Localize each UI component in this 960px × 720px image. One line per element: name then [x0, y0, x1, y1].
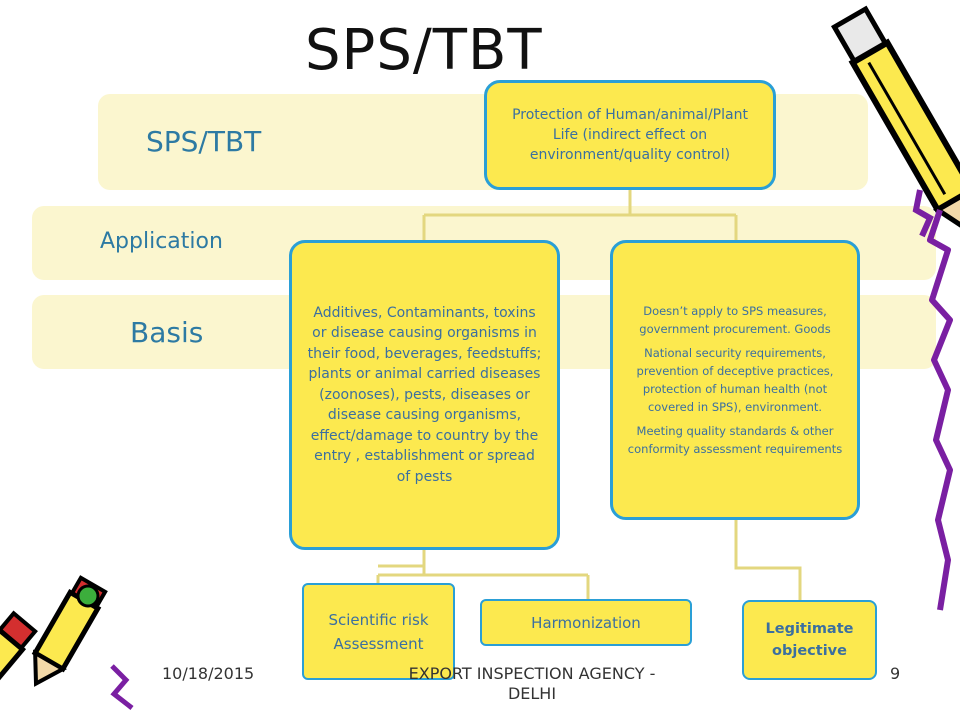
node-tbt-application-text-1: Doesn’t apply to SPS measures, governmen… — [639, 304, 831, 336]
footer-page-number: 9 — [890, 664, 901, 683]
node-sps-application-text: Additives, Contaminants, toxins or disea… — [307, 304, 542, 485]
node-legitimate-objective: Legitimate objective — [742, 600, 877, 680]
node-tbt-application: Doesn’t apply to SPS measures, governmen… — [610, 240, 860, 520]
node-protection-objective-text: Protection of Human/animal/Plant Life (i… — [512, 107, 748, 163]
band-label-application: Application — [100, 229, 223, 254]
pencil-icon-top-right — [830, 5, 960, 611]
slide-title: SPS/TBT — [305, 18, 543, 83]
node-scientific-risk-assessment-text: Scientific risk Assessment — [328, 610, 429, 653]
node-harmonization: Harmonization — [480, 599, 692, 646]
band-label-sps-tbt: SPS/TBT — [146, 125, 262, 158]
node-protection-objective: Protection of Human/animal/Plant Life (i… — [484, 80, 776, 190]
node-harmonization-text: Harmonization — [531, 613, 641, 632]
node-tbt-application-text-2: National security requirements, preventi… — [636, 346, 834, 414]
connector-top-to-children — [422, 190, 738, 242]
footer-organization: EXPORT INSPECTION AGENCY - DELHI — [408, 664, 656, 703]
node-legitimate-objective-text: Legitimate objective — [765, 621, 854, 659]
node-sps-application: Additives, Contaminants, toxins or disea… — [289, 240, 560, 550]
node-scientific-risk-assessment: Scientific risk Assessment — [302, 583, 455, 680]
footer-date: 10/18/2015 — [162, 664, 255, 683]
node-tbt-application-text-3: Meeting quality standards & other confor… — [627, 424, 843, 456]
connector-tbt-to-basis — [734, 518, 802, 600]
pencil-icon-bottom-left — [0, 575, 134, 718]
band-label-basis: Basis — [130, 316, 204, 349]
connector-sps-to-basis — [376, 548, 590, 600]
